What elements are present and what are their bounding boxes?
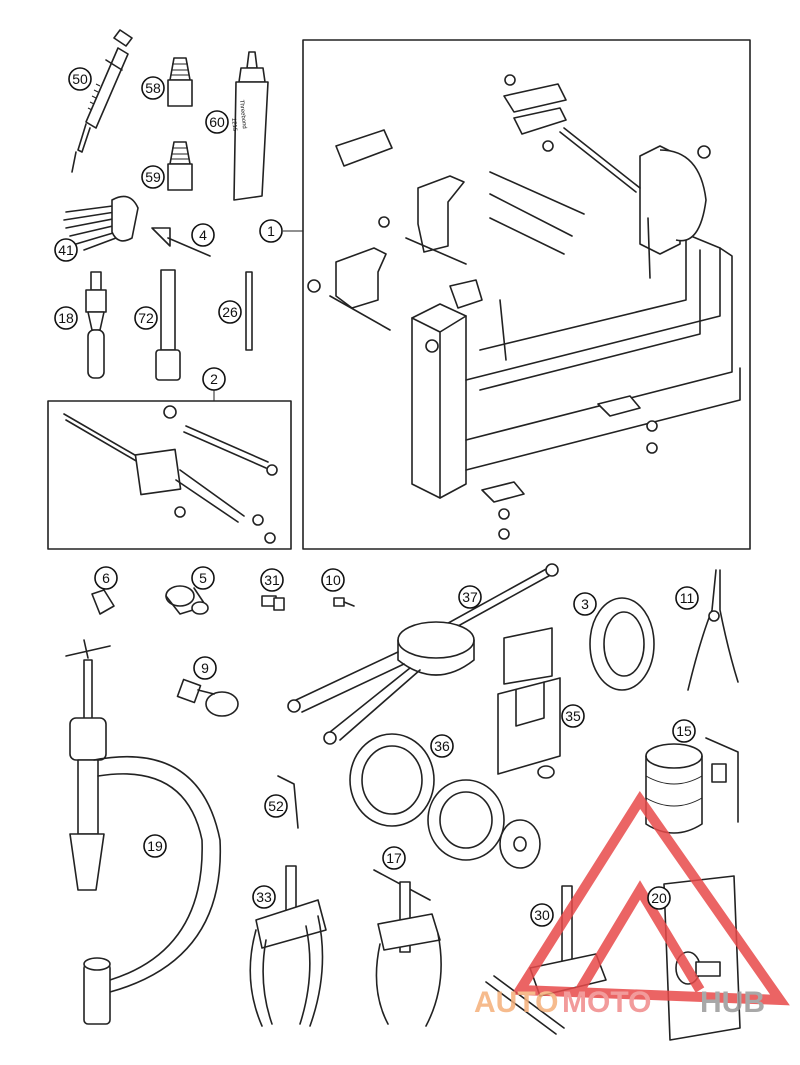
screw-10 (333, 597, 355, 607)
svg-text:4: 4 (199, 227, 207, 243)
watermark: AUTO MOTO HUB (474, 790, 790, 1019)
callout-17: 17 (382, 846, 406, 870)
callout-30: 30 (530, 903, 554, 927)
callout-33: 33 (252, 885, 276, 909)
svg-text:18: 18 (58, 310, 74, 326)
callout-52: 52 (264, 794, 288, 818)
svg-text:1: 1 (267, 223, 275, 239)
callout-20: 20 (647, 886, 671, 910)
callout-36: 36 (430, 734, 454, 758)
engine-stand (307, 74, 741, 540)
svg-text:19: 19 (147, 838, 163, 854)
svg-text:37: 37 (462, 589, 478, 605)
callout-5: 5 (191, 566, 215, 590)
socket-tool (155, 269, 181, 381)
svg-text:6: 6 (102, 570, 110, 586)
svg-text:60: 60 (209, 114, 225, 130)
callout-2: 2 (202, 367, 226, 391)
threadlock-bottle-59 (167, 141, 193, 191)
slide-hammer (85, 271, 107, 379)
svg-text:50: 50 (72, 71, 88, 87)
callout-72: 72 (134, 306, 158, 330)
callout-50: 50 (68, 67, 92, 91)
puller-assembly (63, 405, 278, 544)
holding-plate-35 (497, 627, 561, 779)
syringe-tool (71, 29, 133, 173)
svg-text:31: 31 (264, 572, 280, 588)
callout-18: 18 (54, 306, 78, 330)
callout-4: 4 (191, 223, 215, 247)
sealant-tube: Threebond 1215 (230, 51, 269, 201)
feeler-gauge (63, 195, 139, 251)
callout-1: 1 (259, 219, 283, 243)
piston-ring-tool-15 (645, 737, 739, 834)
svg-text:58: 58 (145, 80, 161, 96)
callout-41: 41 (54, 238, 78, 262)
svg-text:15: 15 (676, 723, 692, 739)
svg-text:2: 2 (210, 371, 218, 387)
svg-text:5: 5 (199, 570, 207, 586)
item-2-frame-box (47, 400, 292, 550)
watermark-text-auto: AUTO (474, 986, 558, 1019)
callout-11: 11 (675, 586, 699, 610)
threadlock-bottle-58 (167, 57, 193, 107)
puller-bar-37 (287, 563, 559, 745)
gauge-tool (151, 227, 211, 257)
bushing-5 (165, 585, 209, 615)
pin-tool (245, 271, 253, 351)
svg-text:26: 26 (222, 304, 238, 320)
tube-label-line1: Threebond (238, 100, 247, 129)
svg-text:72: 72 (138, 310, 154, 326)
tube-label-line2: 1215 (230, 118, 237, 133)
watermark-text-moto: MOTO (562, 986, 651, 1019)
callout-31: 31 (260, 568, 284, 592)
callout-26: 26 (218, 300, 242, 324)
svg-text:36: 36 (434, 738, 450, 754)
svg-text:41: 41 (58, 242, 74, 258)
bolt-31 (261, 595, 285, 611)
svg-text:59: 59 (145, 169, 161, 185)
svg-text:52: 52 (268, 798, 284, 814)
svg-text:17: 17 (386, 850, 402, 866)
callout-60: 60 (205, 110, 229, 134)
callout-10: 10 (321, 568, 345, 592)
tool-30 (485, 885, 607, 1035)
callout-59: 59 (141, 165, 165, 189)
drift-6 (91, 589, 115, 615)
callout-35: 35 (561, 704, 585, 728)
svg-text:20: 20 (651, 890, 667, 906)
two-jaw-puller-33 (249, 865, 327, 1027)
svg-text:3: 3 (581, 596, 589, 612)
gear-ring-3 (589, 597, 655, 691)
allen-key-52 (277, 775, 299, 829)
callout-6: 6 (94, 566, 118, 590)
adapter-9 (176, 678, 239, 717)
ring-compressor-36 (349, 733, 541, 869)
svg-text:33: 33 (256, 889, 272, 905)
circlip-pliers (687, 569, 739, 691)
callout-19: 19 (143, 834, 167, 858)
watermark-text-hub: HUB (700, 986, 765, 1019)
svg-text:35: 35 (565, 708, 581, 724)
svg-text:9: 9 (201, 660, 209, 676)
callout-37: 37 (458, 585, 482, 609)
svg-text:30: 30 (534, 907, 550, 923)
callout-3: 3 (573, 592, 597, 616)
callout-15: 15 (672, 719, 696, 743)
callout-58: 58 (141, 76, 165, 100)
item-1-frame-box (302, 39, 751, 550)
three-jaw-puller-17 (373, 869, 442, 1027)
callout-9: 9 (193, 656, 217, 680)
watermark-logo-triangle (511, 790, 790, 1006)
svg-text:10: 10 (325, 572, 341, 588)
valve-spring-compressor-19 (65, 639, 222, 1025)
svg-text:11: 11 (680, 590, 695, 606)
